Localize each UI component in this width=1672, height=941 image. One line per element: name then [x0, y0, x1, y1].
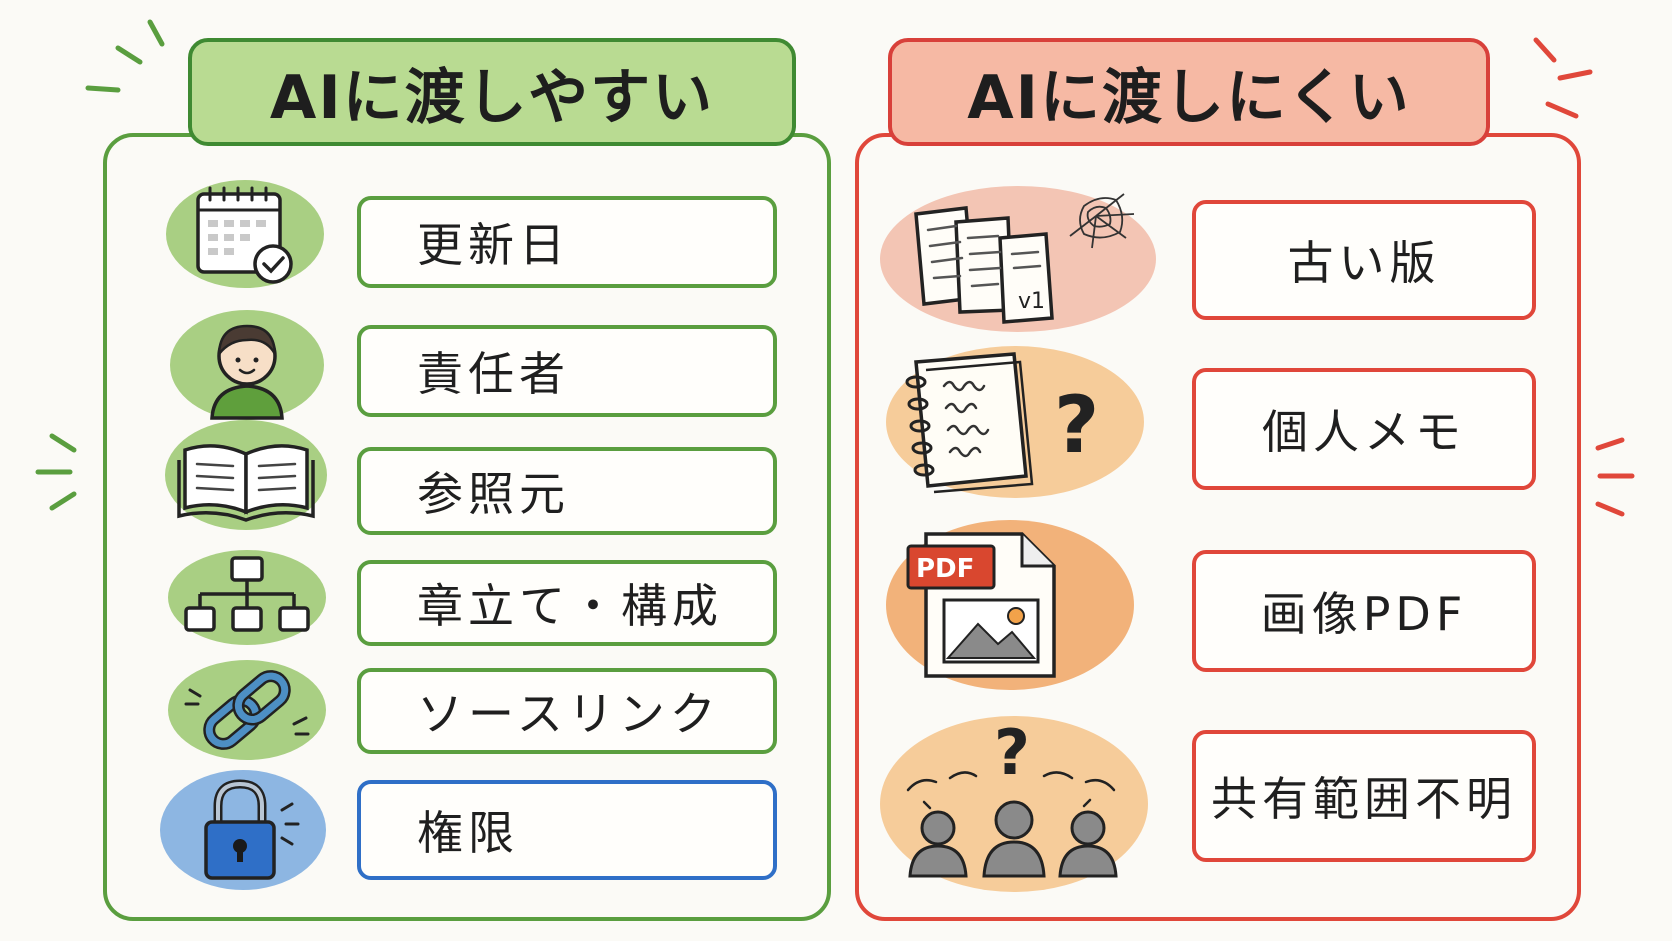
- label-structure: 章立て・構成: [357, 560, 777, 646]
- person-icon: [170, 310, 324, 420]
- hard-title: AIに渡しにくい: [888, 38, 1490, 146]
- old-documents-icon: v1: [880, 186, 1156, 332]
- notebook-question-icon: ?: [886, 346, 1144, 498]
- label-image-pdf: 画像PDF: [1192, 550, 1536, 672]
- label-unknown-share-scope: 共有範囲不明: [1192, 730, 1536, 862]
- image-pdf-icon: PDF: [886, 520, 1134, 690]
- label-personal-memo: 個人メモ: [1192, 368, 1536, 490]
- calendar-check-icon: [166, 180, 324, 288]
- hierarchy-icon: [168, 550, 326, 645]
- label-permission: 権限: [357, 780, 777, 880]
- label-update-date: 更新日: [357, 196, 777, 288]
- label-reference-source: 参照元: [357, 447, 777, 535]
- label-owner: 責任者: [357, 325, 777, 417]
- people-question-icon: ?: [880, 716, 1148, 892]
- easy-title: AIに渡しやすい: [188, 38, 796, 146]
- padlock-icon: [160, 770, 326, 890]
- svg-text:?: ?: [994, 716, 1030, 789]
- open-book-icon: [165, 420, 327, 530]
- version-badge: v1: [1018, 289, 1045, 314]
- pdf-badge: PDF: [916, 554, 974, 584]
- label-old-version: 古い版: [1192, 200, 1536, 320]
- svg-text:?: ?: [1054, 381, 1099, 471]
- link-icon: [168, 660, 326, 760]
- label-source-link: ソースリンク: [357, 668, 777, 754]
